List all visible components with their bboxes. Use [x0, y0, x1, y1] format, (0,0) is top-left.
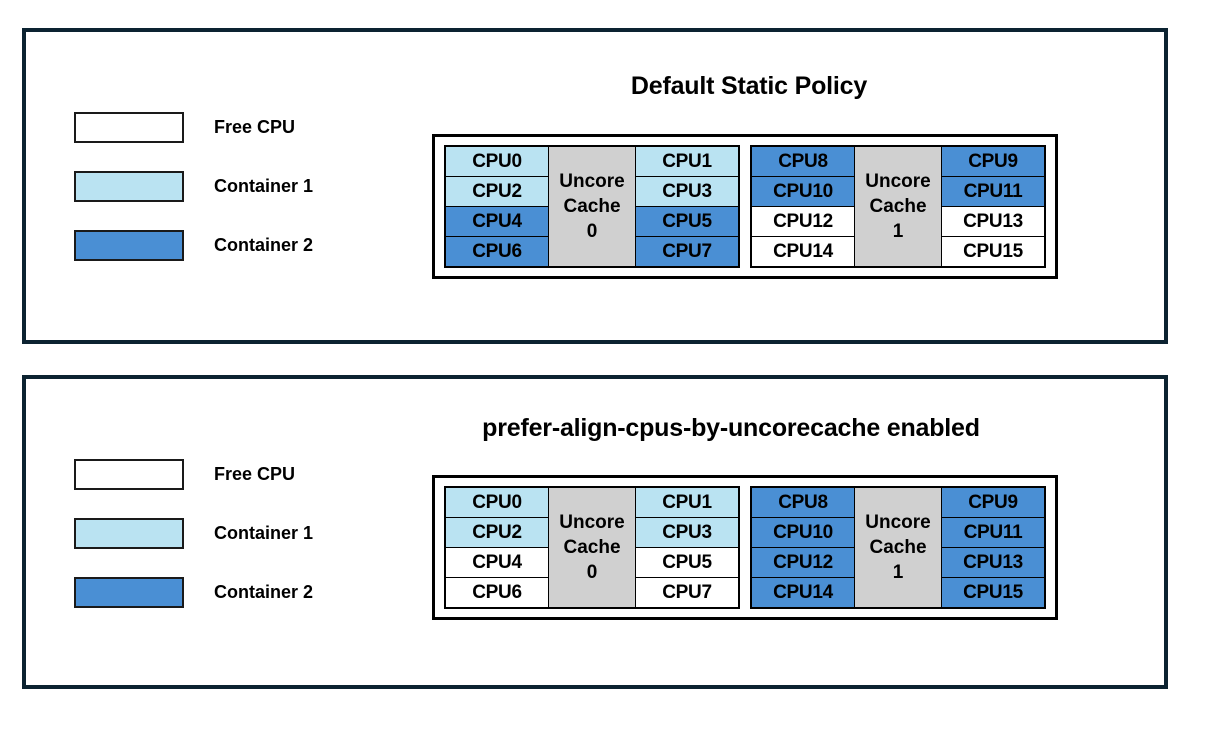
legend-item-container-2: Container 2 [74, 230, 313, 261]
uncore-cache-index: 1 [892, 221, 904, 243]
cpu-cell: CPU8 [751, 146, 855, 177]
legend-item-container-1: Container 1 [74, 171, 313, 202]
legend-label-container-2: Container 2 [214, 235, 314, 255]
legend-item-container-1: Container 1 [74, 518, 313, 549]
page-title-top: Default Static Policy [630, 72, 868, 100]
cpu-cell: CPU4 [445, 547, 549, 578]
uncore-cache-block-1: Uncore Cache 1 [854, 146, 942, 267]
cpu-cell: CPU13 [941, 206, 1045, 237]
cpu-cell: CPU3 [635, 176, 739, 207]
cpu-cell: CPU13 [941, 547, 1045, 578]
page-title-bottom: prefer-align-cpus-by-uncorecache enabled [482, 414, 980, 442]
cache-group-1: CPU8 CPU10 CPU12 CPU14 Uncore Cache 1 CP… [750, 486, 1046, 609]
cpu-cell: CPU0 [445, 146, 549, 177]
cpu-cell: CPU11 [941, 176, 1045, 207]
cpu-cell: CPU1 [635, 146, 739, 177]
cache-group-0: CPU0 CPU2 CPU4 CPU6 Uncore Cache 0 CPU1 … [444, 145, 740, 268]
cpu-cell: CPU0 [445, 487, 549, 518]
cpu-cell: CPU14 [751, 577, 855, 608]
legend-item-container-2: Container 2 [74, 577, 313, 608]
legend-label-container-1: Container 1 [214, 523, 314, 543]
panel-default-static-policy: Default Static Policy Free CPU Container… [22, 28, 1168, 344]
uncore-cache-label-line2: Cache [869, 536, 927, 558]
legend-swatch-container-2 [74, 230, 184, 261]
panel-prefer-align-cpus-by-uncorecache: prefer-align-cpus-by-uncorecache enabled… [22, 375, 1168, 689]
uncore-cache-block-1: Uncore Cache 1 [854, 487, 942, 608]
cpu-topology-diagram-bottom: CPU0 CPU2 CPU4 CPU6 Uncore Cache 0 CPU1 … [432, 475, 1058, 620]
cpu-column-right-0: CPU1 CPU3 CPU5 CPU7 [635, 487, 739, 608]
uncore-cache-label-line2: Cache [869, 195, 927, 217]
legend-swatch-free-cpu [74, 112, 184, 143]
legend-label-free-cpu: Free CPU [214, 464, 296, 484]
legend-item-free-cpu: Free CPU [74, 459, 313, 490]
cpu-cell: CPU10 [751, 517, 855, 548]
uncore-cache-label-line2: Cache [563, 195, 621, 217]
cpu-cell: CPU5 [635, 547, 739, 578]
legend-swatch-container-1 [74, 171, 184, 202]
cpu-column-right-1: CPU9 CPU11 CPU13 CPU15 [941, 146, 1045, 267]
uncore-cache-index: 0 [586, 221, 598, 243]
cpu-cell: CPU7 [635, 236, 739, 267]
cpu-cell: CPU9 [941, 487, 1045, 518]
cpu-column-left-1: CPU8 CPU10 CPU12 CPU14 [751, 146, 855, 267]
uncore-cache-label-line2: Cache [563, 536, 621, 558]
legend-item-free-cpu: Free CPU [74, 112, 313, 143]
cpu-cell: CPU15 [941, 236, 1045, 267]
legend-swatch-container-1 [74, 518, 184, 549]
cpu-cell: CPU2 [445, 176, 549, 207]
cpu-cell: CPU4 [445, 206, 549, 237]
cpu-cell: CPU14 [751, 236, 855, 267]
uncore-cache-index: 1 [892, 562, 904, 584]
legend-bottom: Free CPU Container 1 Container 2 [74, 459, 313, 608]
cpu-column-left-1: CPU8 CPU10 CPU12 CPU14 [751, 487, 855, 608]
cpu-cell: CPU1 [635, 487, 739, 518]
cpu-cell: CPU3 [635, 517, 739, 548]
cache-group-0: CPU0 CPU2 CPU4 CPU6 Uncore Cache 0 CPU1 … [444, 486, 740, 609]
legend-label-container-1: Container 1 [214, 176, 314, 196]
cache-group-1: CPU8 CPU10 CPU12 CPU14 Uncore Cache 1 CP… [750, 145, 1046, 268]
cpu-cell: CPU12 [751, 206, 855, 237]
uncore-cache-label-line1: Uncore [559, 511, 625, 533]
cpu-cell: CPU6 [445, 236, 549, 267]
cpu-column-right-1: CPU9 CPU11 CPU13 CPU15 [941, 487, 1045, 608]
legend-label-free-cpu: Free CPU [214, 117, 296, 137]
cpu-column-left-0: CPU0 CPU2 CPU4 CPU6 [445, 146, 549, 267]
legend-swatch-free-cpu [74, 459, 184, 490]
legend-label-container-2: Container 2 [214, 582, 314, 602]
cpu-cell: CPU15 [941, 577, 1045, 608]
cpu-cell: CPU7 [635, 577, 739, 608]
cpu-cell: CPU9 [941, 146, 1045, 177]
uncore-cache-index: 0 [586, 562, 598, 584]
cpu-column-right-0: CPU1 CPU3 CPU5 CPU7 [635, 146, 739, 267]
cpu-cell: CPU2 [445, 517, 549, 548]
uncore-cache-block-0: Uncore Cache 0 [548, 146, 636, 267]
cpu-cell: CPU10 [751, 176, 855, 207]
cpu-cell: CPU8 [751, 487, 855, 518]
cpu-cell: CPU5 [635, 206, 739, 237]
cpu-cell: CPU12 [751, 547, 855, 578]
uncore-cache-label-line1: Uncore [559, 170, 625, 192]
cpu-cell: CPU6 [445, 577, 549, 608]
uncore-cache-label-line1: Uncore [865, 170, 931, 192]
uncore-cache-label-line1: Uncore [865, 511, 931, 533]
cpu-topology-diagram-top: CPU0 CPU2 CPU4 CPU6 Uncore Cache 0 CPU1 … [432, 134, 1058, 279]
cpu-cell: CPU11 [941, 517, 1045, 548]
cpu-column-left-0: CPU0 CPU2 CPU4 CPU6 [445, 487, 549, 608]
legend-swatch-container-2 [74, 577, 184, 608]
legend-top: Free CPU Container 1 Container 2 [74, 112, 313, 261]
uncore-cache-block-0: Uncore Cache 0 [548, 487, 636, 608]
